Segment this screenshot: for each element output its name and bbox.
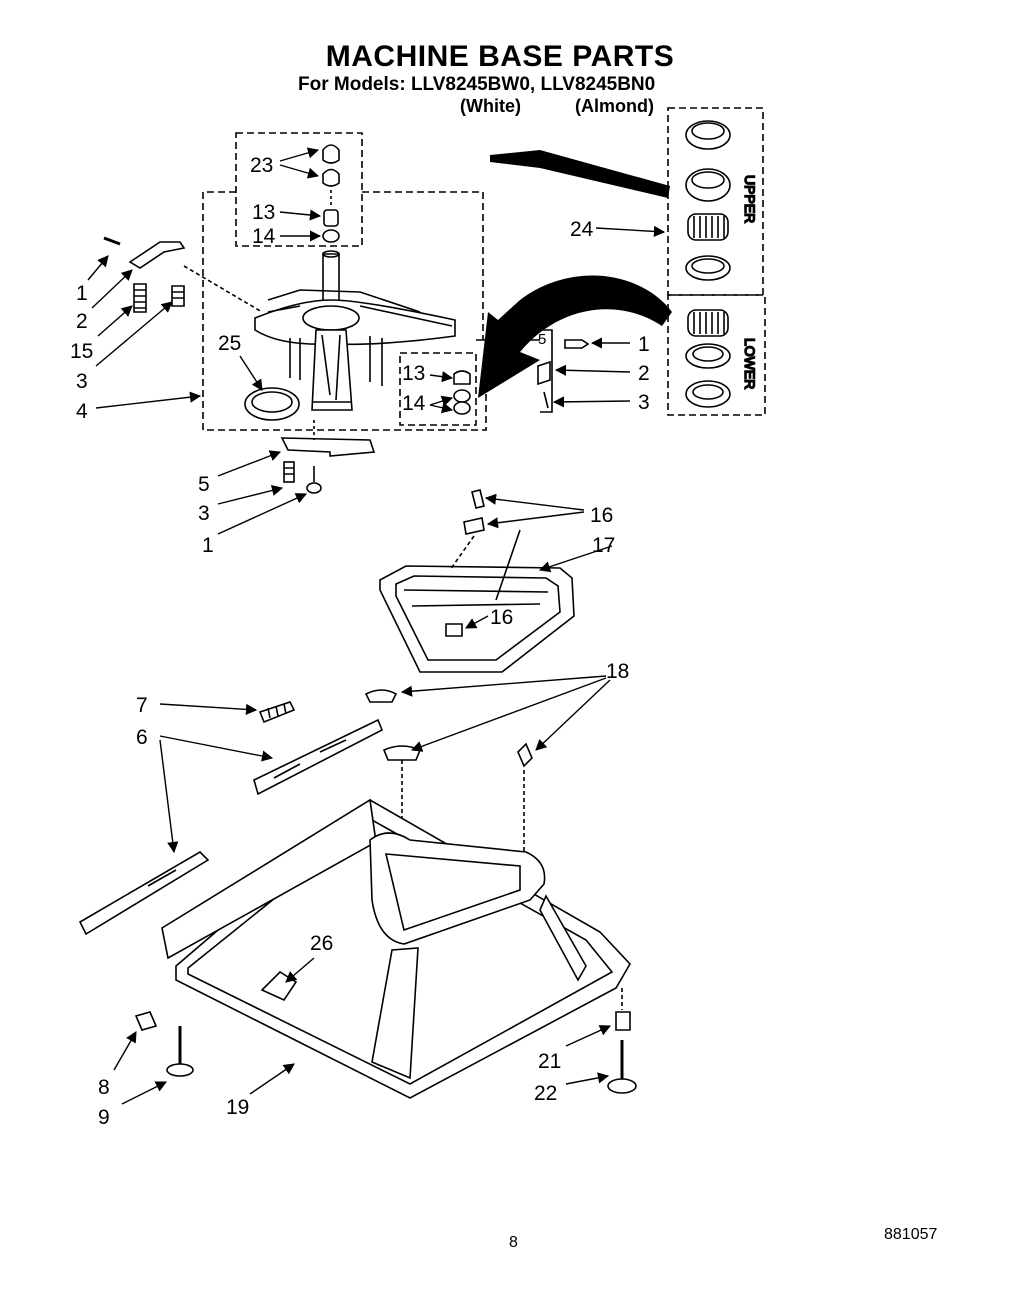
machine-base-frame (161, 798, 631, 1099)
variant-white: (White) (460, 96, 521, 116)
callout-1-bottom: 1 (202, 534, 214, 557)
seal-kit-parts (685, 120, 731, 408)
callout-5-right: 5 (538, 331, 546, 348)
callout-1-left: 1 (76, 282, 88, 305)
variant-almond: (Almond) (575, 96, 654, 116)
callout-3-right: 3 (638, 391, 650, 414)
hub-seal-stack (322, 144, 340, 243)
lower-label: LOWER (742, 338, 758, 389)
callout-23: 23 (250, 154, 273, 177)
left-bracket-fasteners (103, 236, 263, 313)
callout-numbers: 23 13 14 1 2 15 3 4 25 24 5 1 2 3 13 14 … (70, 154, 650, 1129)
callout-3-left: 3 (76, 370, 88, 393)
callout-14-lower: 14 (402, 392, 426, 415)
callout-leaders (87, 147, 666, 1105)
callout-25: 25 (218, 332, 241, 355)
callout-4: 4 (76, 400, 88, 423)
callout-14-upper: 14 (252, 225, 276, 248)
callout-2-right: 2 (638, 362, 650, 385)
callout-24: 24 (570, 218, 594, 241)
callout-18: 18 (606, 660, 629, 683)
document-number: 881057 (884, 1226, 938, 1243)
callout-21: 21 (538, 1050, 561, 1073)
page-number: 8 (509, 1234, 518, 1251)
bracket-parts (78, 689, 533, 936)
callout-3-bottom: 3 (198, 502, 210, 525)
callout-7: 7 (136, 694, 148, 717)
callout-13-upper: 13 (252, 201, 275, 224)
callout-1-right: 1 (638, 333, 650, 356)
callout-9: 9 (98, 1106, 110, 1129)
tub-ring-seal (244, 387, 300, 421)
callout-26: 26 (310, 932, 333, 955)
upper-label: UPPER (742, 175, 758, 223)
callout-2-left: 2 (76, 310, 88, 333)
callout-19: 19 (226, 1096, 249, 1119)
drive-mechanism (254, 250, 456, 411)
upper-assembly-box (202, 107, 766, 431)
spacer-stack-right (453, 370, 471, 415)
leveling-feet (134, 988, 637, 1094)
callout-8: 8 (98, 1076, 110, 1099)
callout-17: 17 (592, 534, 615, 557)
callout-16-top: 16 (590, 504, 613, 527)
callout-6: 6 (136, 726, 148, 749)
clip-spring-bolt (280, 420, 376, 494)
callout-22: 22 (534, 1082, 557, 1105)
callout-16-frame: 16 (490, 606, 513, 629)
diagram-title: MACHINE BASE PARTS (325, 40, 675, 73)
callout-15: 15 (70, 340, 93, 363)
kit-pointer-arrows (478, 150, 672, 398)
models-subtitle: For Models: LLV8245BW0, LLV8245BN0 (298, 74, 656, 95)
callout-13-lower: 13 (402, 362, 425, 385)
callout-5-bottom: 5 (198, 473, 210, 496)
